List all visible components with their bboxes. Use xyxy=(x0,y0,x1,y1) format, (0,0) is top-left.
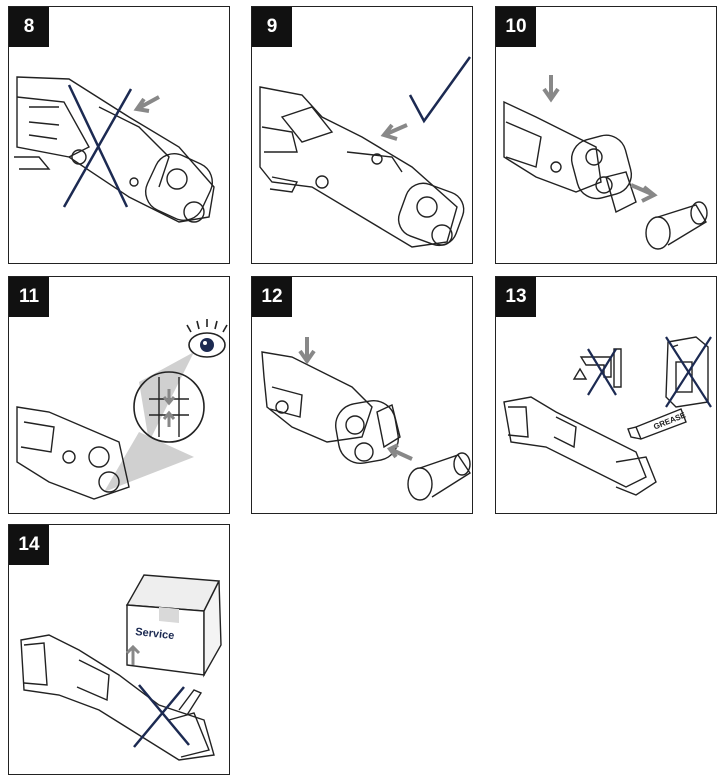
check-icon xyxy=(408,56,472,124)
arrow-icon xyxy=(125,644,141,665)
cross-mark xyxy=(133,684,190,748)
step-14-panel: 14 Service xyxy=(8,524,230,775)
service-box-icon xyxy=(125,574,222,678)
arrow-icon xyxy=(630,183,658,203)
arrow-icon xyxy=(162,389,176,406)
arrow-icon xyxy=(380,123,408,141)
step-number: 9 xyxy=(252,7,292,47)
press-tool-illustration xyxy=(503,75,708,250)
cross-mark xyxy=(665,336,712,408)
cross-mark xyxy=(62,84,133,208)
step-number: 13 xyxy=(496,277,536,317)
arrow-icon xyxy=(298,337,316,365)
step-8-panel: 8 xyxy=(8,6,230,264)
step-9-panel: 9 xyxy=(251,6,473,264)
step-10-panel: 10 xyxy=(495,6,717,264)
cross-mark xyxy=(587,348,617,396)
press-tool-illustration xyxy=(16,319,228,500)
step-number: 10 xyxy=(496,7,536,47)
arrow-icon xyxy=(162,410,176,427)
step-number: 8 xyxy=(9,7,49,47)
step-number: 12 xyxy=(252,277,292,317)
step-12-panel: 12 xyxy=(251,276,473,514)
press-tool-illustration xyxy=(259,56,472,248)
arrow-icon xyxy=(542,75,560,103)
arrow-icon xyxy=(133,95,160,113)
step-13-panel: 13 GREASE xyxy=(495,276,717,514)
press-tool-illustration xyxy=(261,337,471,501)
step-number: 11 xyxy=(9,277,49,317)
press-tool-illustration: GREASE xyxy=(503,336,712,496)
press-tool-illustration xyxy=(14,76,215,223)
step-number: 14 xyxy=(9,525,49,565)
step-11-panel: 11 xyxy=(8,276,230,514)
press-tool-illustration: Service xyxy=(20,574,222,761)
service-label: Service xyxy=(135,626,175,642)
eye-icon xyxy=(186,319,228,358)
arrow-icon xyxy=(386,443,413,461)
grease-tube-icon xyxy=(627,408,687,440)
